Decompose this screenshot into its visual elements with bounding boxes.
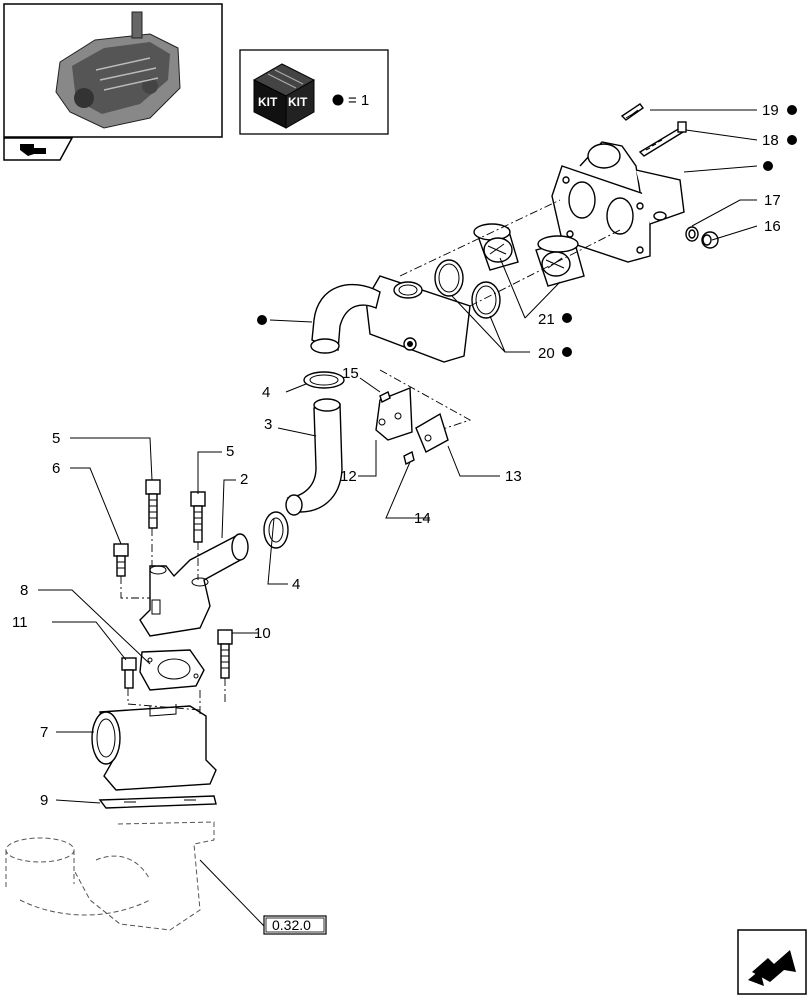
kit-box-icon: KIT KIT bbox=[252, 63, 316, 129]
kit-dots bbox=[257, 105, 797, 357]
callout-3: 3 bbox=[264, 416, 272, 433]
screw-14 bbox=[403, 450, 415, 466]
callout-5-right: 5 bbox=[226, 443, 234, 460]
callout-12: 12 bbox=[340, 468, 357, 485]
callout-5-left: 5 bbox=[52, 430, 60, 447]
callout-labels: 19 18 17 16 21 20 4 15 3 12 13 14 5 5 6 … bbox=[12, 102, 781, 809]
kit-word-right: KIT bbox=[288, 95, 308, 109]
thermostat-21a bbox=[473, 223, 519, 271]
kit-dot-18 bbox=[787, 135, 797, 145]
kit-equals-text: = 1 bbox=[348, 92, 369, 109]
plug-16 bbox=[701, 231, 719, 249]
kit-dot-21 bbox=[562, 313, 572, 323]
callout-18: 18 bbox=[762, 132, 779, 149]
callout-7: 7 bbox=[40, 724, 48, 741]
next-page-button[interactable] bbox=[737, 929, 807, 995]
callout-15: 15 bbox=[342, 365, 359, 382]
screw-15 bbox=[379, 391, 391, 403]
kit-dot-elbow bbox=[257, 315, 267, 325]
next-page-arrow-icon bbox=[748, 950, 796, 986]
callout-8: 8 bbox=[20, 582, 28, 599]
bolt-10 bbox=[217, 629, 233, 679]
hose-3 bbox=[285, 398, 343, 516]
screw-18 bbox=[638, 121, 687, 157]
bolt-6 bbox=[113, 543, 129, 577]
callout-13: 13 bbox=[505, 468, 522, 485]
engine-block-ghost bbox=[5, 821, 215, 931]
o-ring-17 bbox=[685, 226, 699, 242]
bolt-5a bbox=[145, 479, 161, 529]
bolt-5b bbox=[190, 491, 206, 543]
section-reference-text: 0.32.0 bbox=[272, 917, 311, 933]
outlet-elbow-housing bbox=[310, 275, 471, 363]
kit-dot-19 bbox=[787, 105, 797, 115]
callout-10: 10 bbox=[254, 625, 271, 642]
gasket-9 bbox=[98, 795, 217, 809]
coolant-housing-7 bbox=[91, 704, 217, 791]
gasket-20a bbox=[434, 259, 464, 297]
kit-word-left: KIT bbox=[258, 95, 278, 109]
hose-clamp-4-upper bbox=[303, 371, 345, 389]
callout-4-upper: 4 bbox=[262, 384, 270, 401]
callout-16: 16 bbox=[764, 218, 781, 235]
callout-4-lower: 4 bbox=[292, 576, 300, 593]
hose-clamp-4-lower bbox=[263, 511, 289, 549]
prev-page-arrow-icon bbox=[20, 144, 46, 156]
leader-lines bbox=[38, 109, 758, 927]
gasket-8 bbox=[139, 649, 205, 691]
bracket-13 bbox=[415, 412, 449, 453]
callout-2: 2 bbox=[240, 471, 248, 488]
callout-6: 6 bbox=[52, 460, 60, 477]
prev-page-button[interactable] bbox=[3, 137, 74, 161]
screw-19 bbox=[620, 103, 644, 121]
callout-19: 19 bbox=[762, 102, 779, 119]
bolt-11 bbox=[121, 657, 137, 689]
kit-legend: KIT KIT = 1 bbox=[239, 49, 389, 135]
callout-11: 11 bbox=[12, 614, 28, 631]
kit-dot-icon bbox=[332, 94, 344, 106]
callout-9: 9 bbox=[40, 792, 48, 809]
callout-21: 21 bbox=[538, 311, 555, 328]
callout-14: 14 bbox=[414, 510, 431, 527]
thermostat-housing bbox=[551, 141, 685, 263]
kit-dot-housing bbox=[763, 161, 773, 171]
gasket-20b bbox=[471, 281, 501, 319]
callout-20: 20 bbox=[538, 345, 555, 362]
engine-thumbnail bbox=[55, 11, 181, 129]
callout-17: 17 bbox=[764, 192, 781, 209]
engine-thumbnail-panel bbox=[3, 3, 223, 138]
thermostat-21b bbox=[535, 235, 585, 287]
section-reference[interactable]: 0.32.0 bbox=[263, 915, 327, 935]
water-pipe-2 bbox=[139, 533, 249, 637]
kit-dot-20 bbox=[562, 347, 572, 357]
